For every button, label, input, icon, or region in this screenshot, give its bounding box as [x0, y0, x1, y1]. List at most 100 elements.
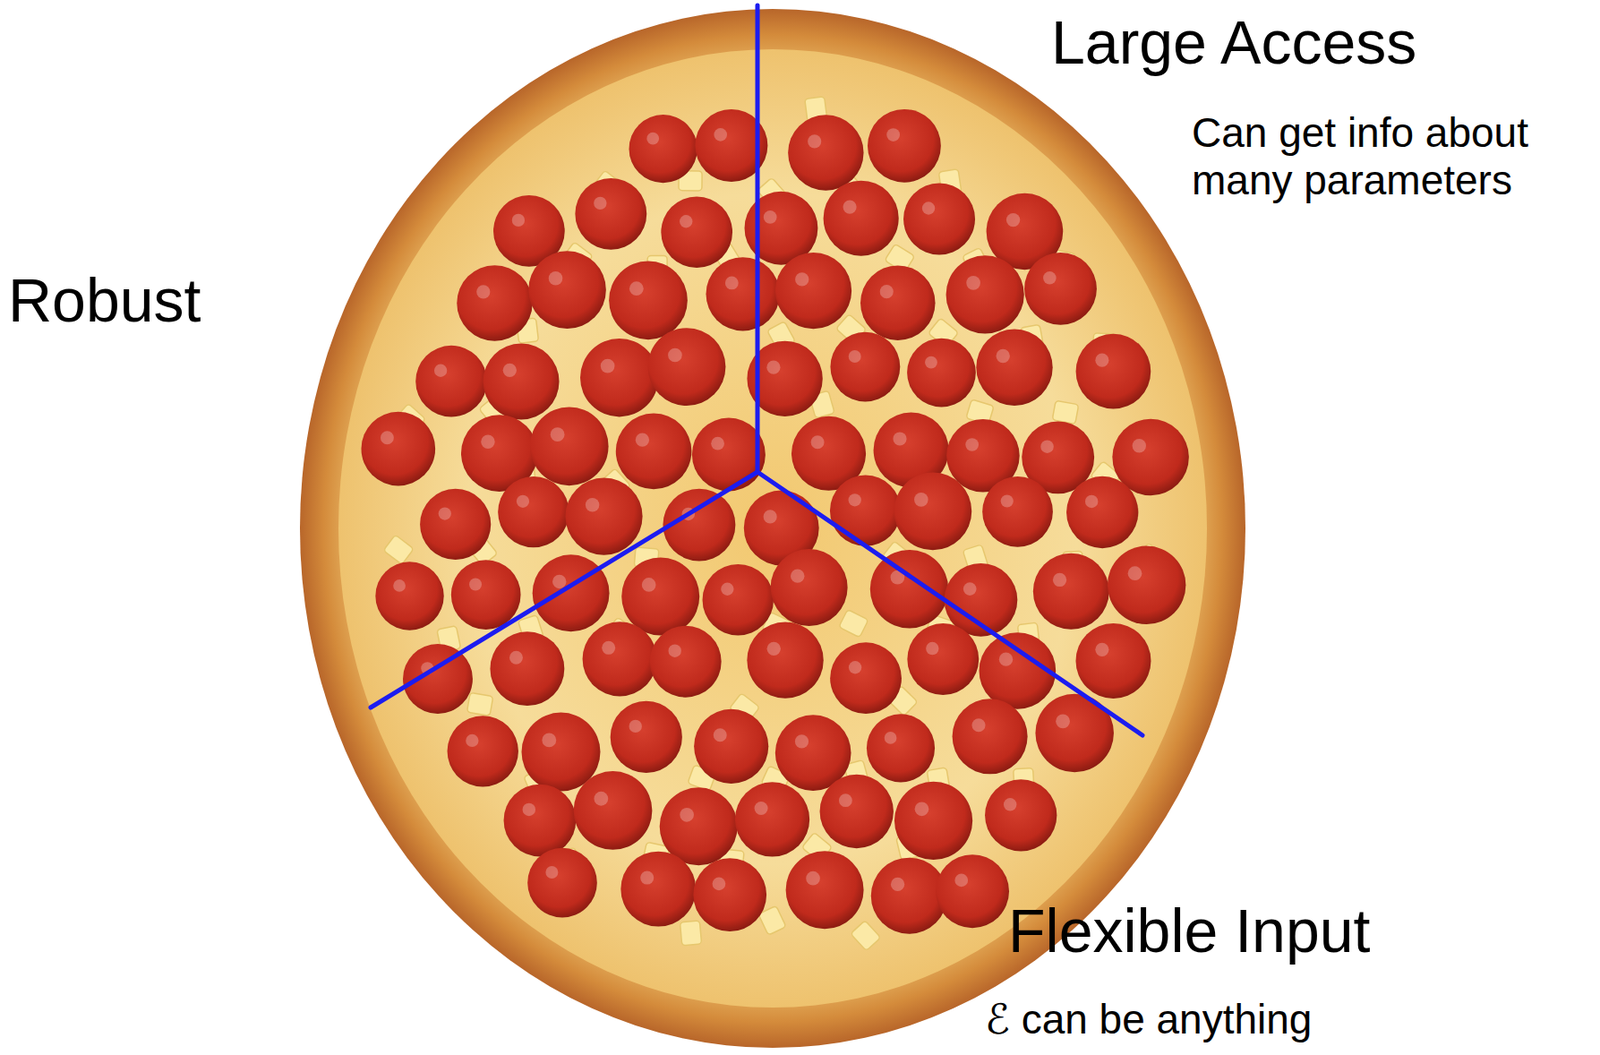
pepperoni	[867, 109, 942, 183]
pepperoni-shine	[763, 210, 778, 224]
pepperoni-shine	[848, 493, 862, 506]
pepperoni	[504, 784, 577, 857]
slice-lines	[370, 5, 1143, 736]
pepperoni-shine	[476, 284, 490, 299]
pepperoni	[820, 774, 894, 848]
pepperoni-shine	[646, 132, 659, 146]
pizza-toppings	[361, 96, 1190, 951]
pepperoni-shine	[629, 719, 642, 733]
pepperoni-shine	[915, 801, 930, 816]
pepperoni-shine	[880, 284, 894, 299]
pepperoni-shine	[924, 356, 938, 369]
pepperoni	[497, 476, 569, 548]
pepperoni-shine	[469, 577, 482, 591]
pepperoni	[906, 338, 976, 408]
pepperoni	[608, 261, 688, 341]
pepperoni	[894, 781, 973, 860]
pepperoni	[419, 488, 491, 560]
pepperoni	[775, 252, 852, 329]
pepperoni-shine	[548, 271, 564, 286]
pepperoni-shine	[641, 577, 657, 592]
pepperoni	[521, 712, 601, 792]
pepperoni-shine	[720, 582, 734, 596]
pepperoni-shine	[848, 660, 862, 674]
pepperoni-shine	[725, 276, 739, 291]
pepperoni	[982, 476, 1053, 548]
pepperoni	[1107, 546, 1187, 625]
pepperoni	[375, 561, 444, 630]
pepperoni-shine	[914, 492, 929, 507]
pepperoni-shine	[509, 650, 523, 665]
pepperoni-shine	[886, 128, 900, 142]
pepperoni-shine	[679, 214, 693, 228]
pepperoni-shine	[1040, 439, 1054, 454]
pepperoni	[415, 345, 488, 418]
pepperoni	[361, 411, 437, 487]
pepperoni-shine	[465, 734, 479, 747]
pepperoni-shine	[1003, 797, 1017, 811]
pepperoni-shine	[710, 436, 725, 451]
pepperoni	[860, 265, 936, 341]
pepperoni	[1075, 623, 1151, 699]
pepperoni-shine	[600, 359, 616, 374]
slice-note: Can get info about many parameters	[1191, 109, 1591, 205]
pepperoni-shine	[925, 641, 939, 655]
pepperoni	[648, 327, 727, 406]
pepperoni	[616, 413, 693, 490]
pepperoni	[564, 478, 642, 556]
pepperoni-shine	[713, 727, 728, 742]
pepperoni	[402, 643, 473, 714]
slice-note: ℰ can be anything	[984, 995, 1312, 1044]
pineapple-chunk	[838, 608, 869, 637]
pineapple-chunk	[679, 920, 702, 946]
pepperoni-shine	[629, 281, 644, 296]
pepperoni	[660, 196, 733, 268]
pepperoni-shine	[848, 350, 862, 363]
slice-title: Robust	[8, 265, 201, 335]
pepperoni-shine	[838, 793, 853, 807]
pepperoni-shine	[807, 134, 822, 148]
pepperoni-shine	[996, 349, 1010, 363]
pepperoni	[786, 850, 865, 929]
pepperoni-shine	[890, 877, 905, 891]
pepperoni-shine	[954, 873, 968, 888]
pepperoni	[451, 559, 522, 630]
pepperoni	[610, 701, 683, 773]
slice-title: Large Access	[1051, 7, 1417, 78]
pepperoni	[770, 548, 848, 626]
pepperoni	[447, 715, 519, 787]
pepperoni	[866, 713, 935, 782]
pepperoni-shine	[999, 651, 1013, 666]
pepperoni-shine	[601, 641, 616, 655]
pepperoni-shine	[766, 360, 780, 375]
pepperoni-shine	[512, 213, 525, 227]
pepperoni	[829, 332, 900, 403]
pepperoni	[946, 255, 1025, 334]
pepperoni-shine	[805, 871, 821, 886]
slice-title: Flexible Input	[1008, 895, 1370, 966]
slice-line	[755, 5, 761, 472]
pepperoni-shine	[713, 128, 728, 142]
slice-line	[757, 471, 1143, 736]
pepperoni	[527, 847, 598, 918]
pepperoni-shine	[635, 433, 650, 447]
pepperoni-shine	[516, 495, 530, 508]
pepperoni-shine	[438, 506, 452, 520]
pineapple-chunk	[466, 692, 493, 716]
pepperoni	[1024, 252, 1097, 326]
pepperoni-shine	[842, 200, 856, 214]
pepperoni-shine	[965, 437, 979, 452]
pepperoni-shine	[380, 430, 394, 445]
pepperoni-shine	[790, 568, 805, 582]
pepperoni-shine	[679, 807, 694, 822]
pepperoni-shine	[503, 363, 517, 377]
pepperoni-shine	[966, 275, 981, 291]
pepperoni-shine	[922, 201, 935, 214]
pizza-crust	[299, 8, 1246, 1048]
pepperoni	[984, 778, 1057, 851]
pepperoni	[582, 621, 658, 696]
pepperoni	[952, 698, 1028, 774]
pepperoni-shine	[763, 509, 778, 523]
pepperoni	[650, 625, 722, 698]
pepperoni	[735, 781, 810, 856]
